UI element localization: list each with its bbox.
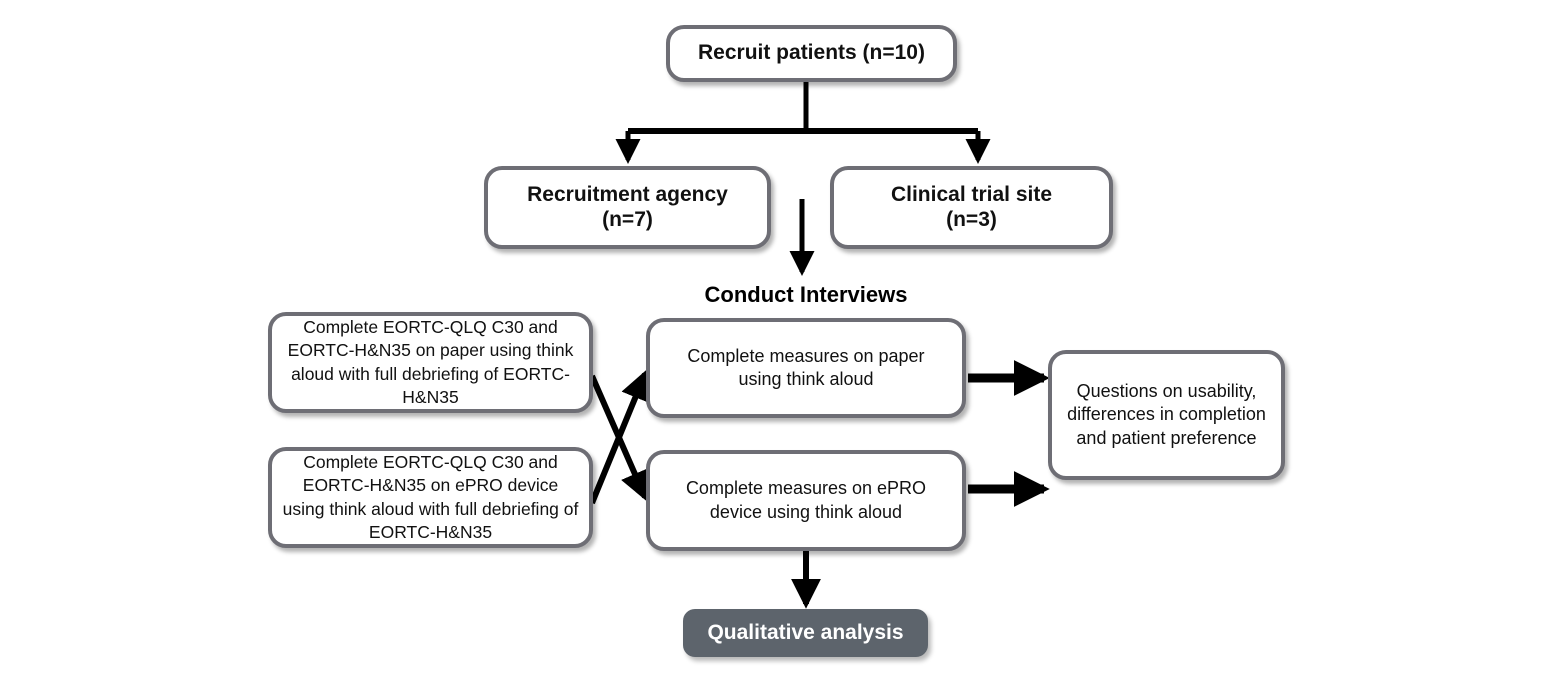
connector-epro-protocol-to-paper-measures [589,369,650,505]
node-paper-protocol-label: Complete EORTC-QLQ C30 and EORTC-H&N35 o… [287,316,574,407]
node-recruitment-agency-label: Recruitment agency (n=7) [527,182,728,231]
section-label-conduct-interviews-text: Conduct Interviews [704,282,908,307]
node-qualitative-analysis[interactable]: Qualitative analysis [683,609,928,657]
node-recruit-patients-label: Recruit patients (n=10) [698,41,925,65]
node-measures-epro-label: Complete measures on ePRO device using t… [685,478,927,522]
node-clinical-trial-site-label: Clinical trial site (n=3) [890,182,1053,231]
node-clinical-trial-site[interactable]: Clinical trial site (n=3) [830,166,1113,249]
node-measures-epro[interactable]: Complete measures on ePRO device using t… [646,450,966,551]
section-label-conduct-interviews: Conduct Interviews [686,282,926,308]
node-recruitment-agency[interactable]: Recruitment agency (n=7) [484,166,771,249]
node-recruit-patients[interactable]: Recruit patients (n=10) [666,25,957,82]
node-qualitative-analysis-label: Qualitative analysis [707,621,904,644]
node-questions[interactable]: Questions on usability, differences in c… [1048,350,1285,480]
node-questions-label: Questions on usability, differences in c… [1067,380,1266,448]
node-epro-protocol-label: Complete EORTC-QLQ C30 and EORTC-H&N35 o… [282,451,579,542]
node-measures-paper[interactable]: Complete measures on paper using think a… [646,318,966,418]
connector-recruit-to-split [628,82,978,134]
node-measures-paper-label: Complete measures on paper using think a… [687,345,925,389]
node-paper-protocol[interactable]: Complete EORTC-QLQ C30 and EORTC-H&N35 o… [268,312,593,413]
node-epro-protocol[interactable]: Complete EORTC-QLQ C30 and EORTC-H&N35 o… [268,447,593,548]
